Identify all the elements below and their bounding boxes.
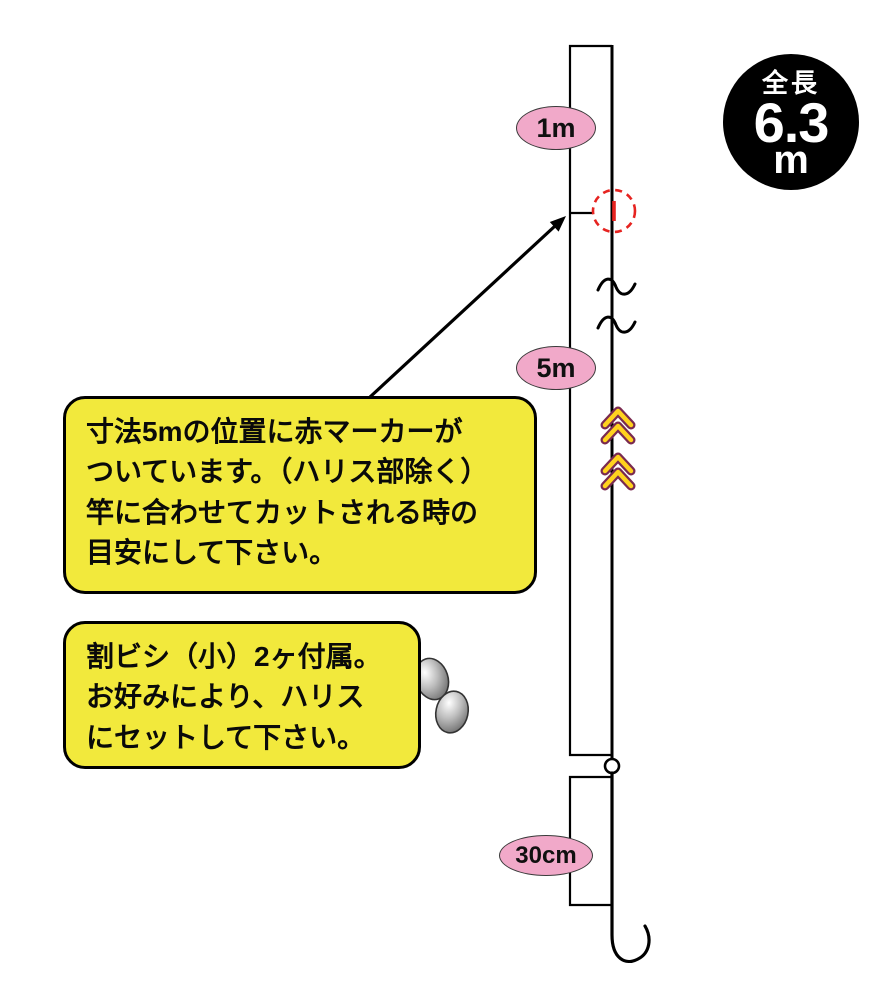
total-length-value: 6.3 (753, 90, 830, 154)
upper-measurement-bracket (568, 44, 612, 757)
callout-text-line: お好みにより、ハリス (86, 681, 365, 713)
length-label-30cm: 30cm (499, 835, 593, 876)
callout-text-line: 竿に合わせてカットされる時の (86, 496, 479, 528)
line-stopper-icon (600, 452, 636, 491)
callout-text-line: 目安にして下さい。 (86, 536, 338, 568)
red-marker-circle (591, 188, 637, 234)
callout-text-line: にセットして下さい。 (86, 721, 366, 753)
split-shot-sinkers (414, 657, 470, 734)
length-label-1m: 1m (516, 106, 596, 150)
fish-hook (610, 771, 651, 964)
total-length-label: 全長 (761, 67, 820, 98)
pointer-arrow (368, 216, 566, 399)
callout-text-line: 割ビシ（小）2ヶ付属。 (86, 641, 382, 672)
line-stopper-icon (600, 406, 636, 445)
total-length-badge: 全長 6.3 m (723, 54, 859, 190)
break-mark-icon (596, 277, 637, 334)
split-shot-callout: 割ビシ（小）2ヶ付属。 お好みにより、ハリス にセットして下さい。 (63, 621, 421, 769)
swivel-ring (603, 757, 621, 775)
length-label-5m: 5m (516, 346, 596, 390)
callout-text-line: ついています。（ハリス部除く） (86, 456, 489, 488)
callout-text-line: 寸法5mの位置に赤マーカーが (86, 416, 463, 447)
total-length-unit: m (773, 137, 809, 182)
split-shot (434, 690, 470, 734)
red-marker-callout: 寸法5mの位置に赤マーカーが ついています。（ハリス部除く） 竿に合わせてカット… (63, 396, 537, 594)
